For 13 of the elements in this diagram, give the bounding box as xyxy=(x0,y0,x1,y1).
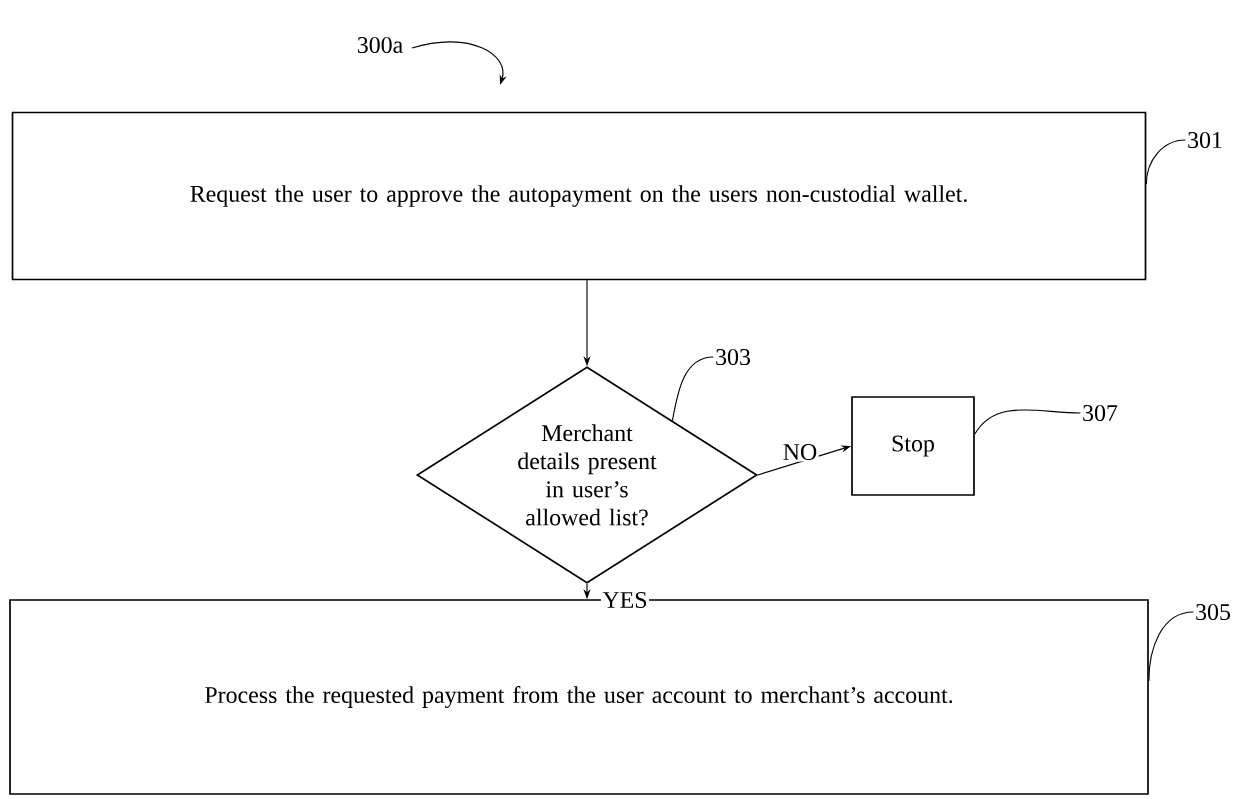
leader-line xyxy=(974,409,1081,435)
callout-number: 305 xyxy=(1196,603,1230,621)
leader-line xyxy=(671,356,714,422)
edge-label: YES xyxy=(601,590,649,610)
stop-box: Stop xyxy=(851,396,975,496)
callout-number: 307 xyxy=(1083,404,1118,422)
leader-line xyxy=(1148,611,1194,682)
process-box: Request the user to approve the autopayment on the users non-custodial wallet. xyxy=(11,111,1147,281)
figure-label: 300a xyxy=(357,36,403,54)
callout-number: 301 xyxy=(1188,131,1222,149)
edge-label: NO xyxy=(781,442,819,462)
leader-line xyxy=(1145,139,1186,185)
callout-number: 303 xyxy=(716,348,750,366)
